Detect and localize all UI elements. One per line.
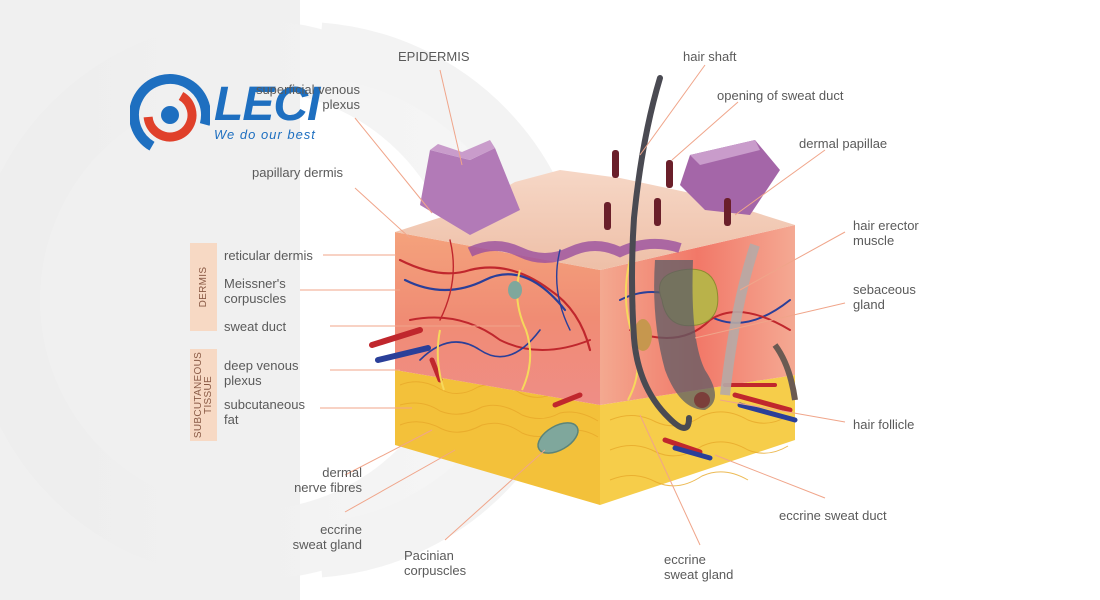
label-sweat-duct: sweat duct (224, 319, 287, 334)
logo-tagline: We do our best (214, 127, 316, 142)
label-hair-shaft: hair shaft (683, 49, 737, 64)
label-subcutaneous-fat: subcutaneous fat (224, 397, 305, 427)
label-hair-follicle: hair follicle (853, 417, 915, 432)
leci-logo-mark (130, 74, 210, 156)
label-deep-venous-plexus: deep venous plexus (224, 358, 299, 388)
label-superficial-venous-plexus: superficial venous plexus (255, 82, 360, 112)
section-tab-dermis: DERMIS (190, 243, 217, 331)
label-papillary-dermis: papillary dermis (252, 165, 344, 180)
leci-logo: LECI We do our best (130, 70, 360, 160)
section-label-subcutaneous: SUBCUTANEOUS TISSUE (192, 351, 214, 439)
hair-follicle-shape (654, 260, 715, 410)
sebaceous-gland-small (634, 319, 652, 351)
section-tab-subcutaneous: SUBCUTANEOUS TISSUE (190, 349, 217, 441)
logo-brand-text: LECI (214, 78, 320, 131)
pacinian-corpuscle (537, 422, 579, 454)
label-meissners-corpuscles: Meissner's corpuscles (224, 276, 287, 306)
hair-erector-muscle-shape (720, 243, 760, 396)
meissner-corpuscle (508, 281, 522, 299)
label-sebaceous-gland: sebaceous gland (853, 282, 916, 312)
label-dermal-papillae: dermal papillae (799, 136, 888, 151)
dermis-left-face (395, 232, 600, 405)
label-opening-of-sweat-duct: opening of sweat duct (717, 88, 844, 103)
label-eccrine-sweat-gland-bottom: eccrine sweat gland (664, 552, 734, 582)
epidermis-flap-left (420, 148, 520, 235)
label-dermal-nerve-fibres: dermal nerve fibres (294, 465, 362, 495)
section-label-dermis: DERMIS (197, 266, 209, 308)
label-eccrine-sweat-gland-left: eccrine sweat gland (292, 522, 362, 552)
label-epidermis: EPIDERMIS (398, 49, 470, 64)
hair-bulb (694, 392, 710, 408)
hair-shaft-shape (629, 75, 692, 431)
label-eccrine-sweat-duct: eccrine sweat duct (779, 508, 887, 523)
label-hair-erector-muscle: hair erector muscle (853, 218, 919, 248)
label-pacinian-corpuscles: Pacinian corpuscles (404, 548, 467, 578)
label-reticular-dermis: reticular dermis (224, 248, 313, 263)
fat-layer-left (395, 370, 600, 505)
